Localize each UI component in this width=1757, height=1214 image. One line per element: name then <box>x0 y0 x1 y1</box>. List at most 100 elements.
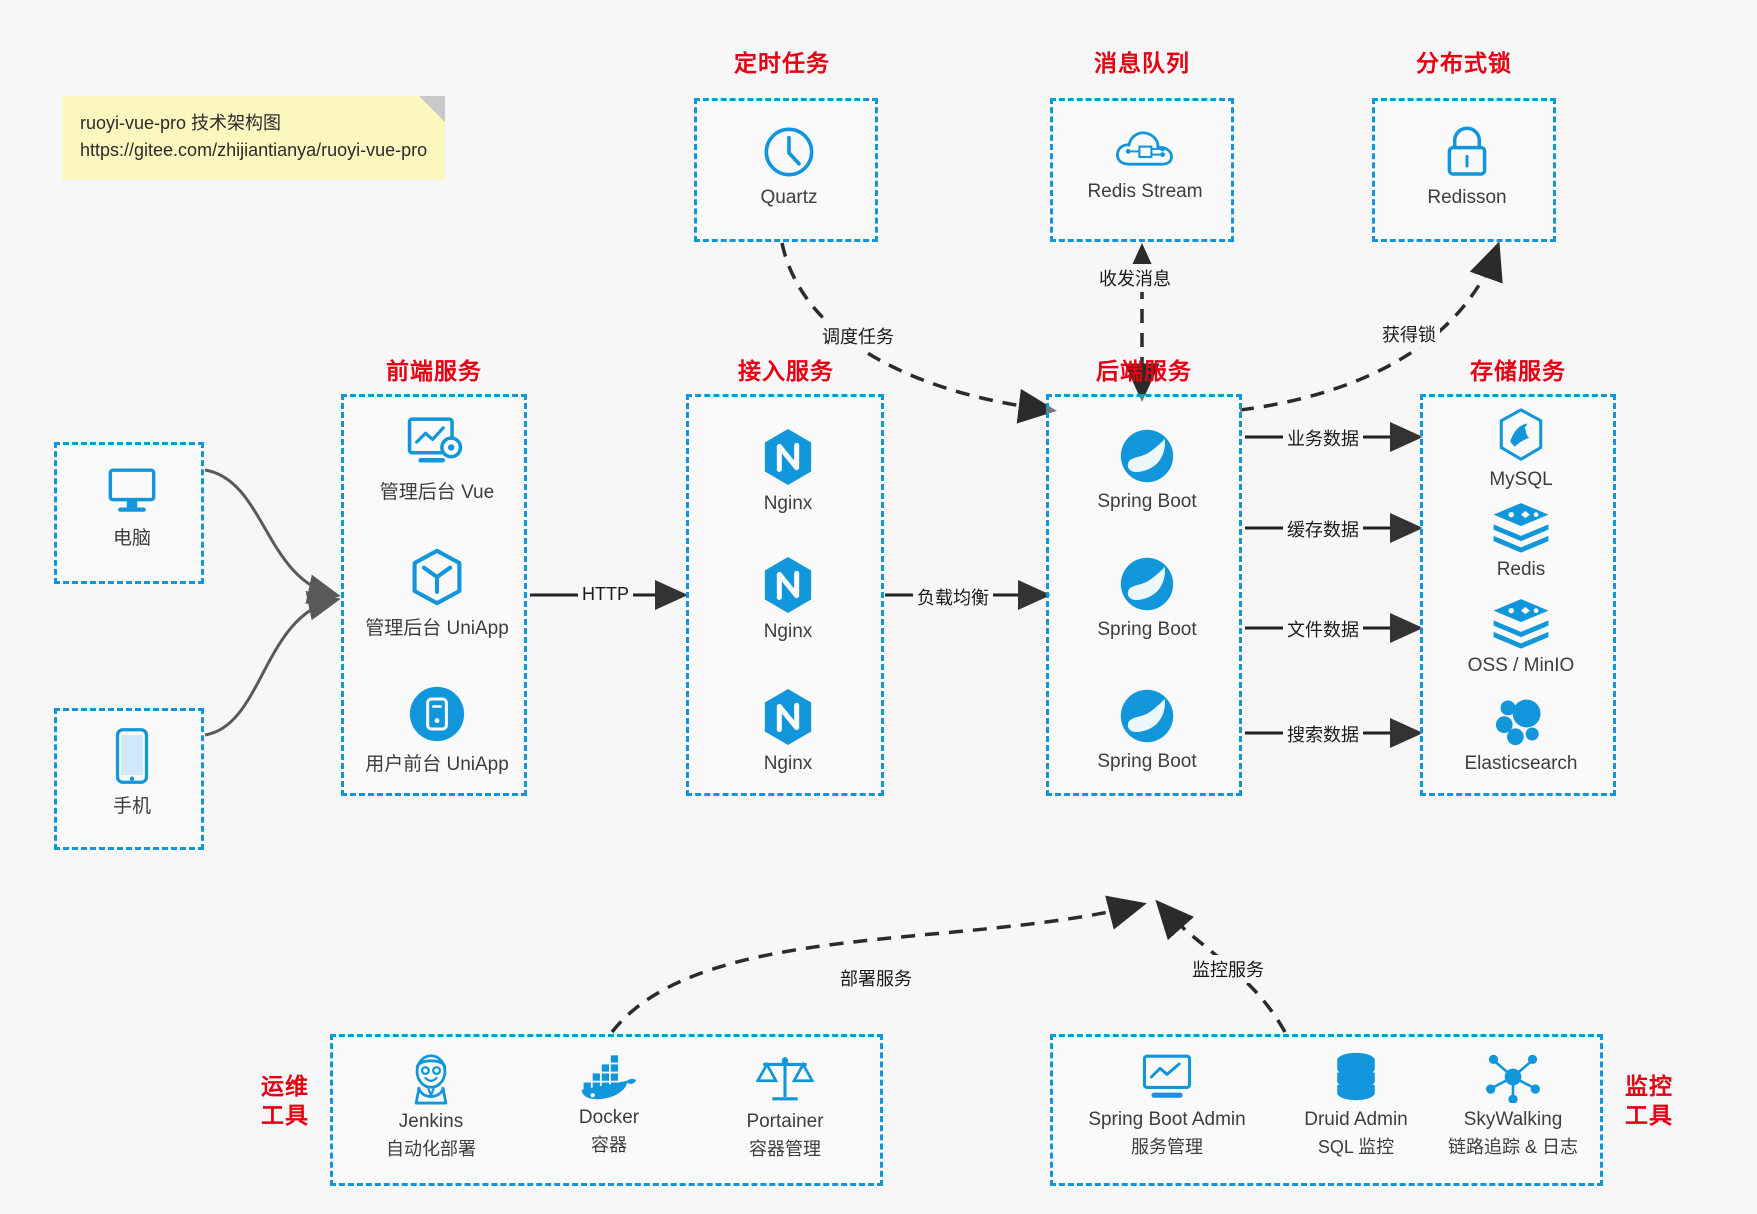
node-redis-stream[interactable]: Redis Stream <box>1053 123 1237 203</box>
node-label: 电脑 <box>112 528 151 549</box>
node-label: Druid Admin <box>1304 1109 1408 1130</box>
note-fold-corner <box>419 96 446 122</box>
node-admin-uniapp[interactable]: 管理后台 UniApp <box>344 547 530 640</box>
group-title-distributed-lock: 分布式锁 <box>1416 50 1512 76</box>
node-label: OSS / MinIO <box>1467 655 1575 676</box>
node-computer[interactable]: 电脑 <box>57 465 207 550</box>
node-redis[interactable]: Redis <box>1423 501 1619 581</box>
node-admin-vue[interactable]: 管理后台 Vue <box>344 415 530 504</box>
node-nginx-3[interactable]: Nginx <box>689 687 887 775</box>
spring-leaf-icon <box>1118 555 1176 613</box>
node-druid-admin[interactable]: Druid Admin SQL 监控 <box>1273 1051 1439 1159</box>
edge-label-search-data: 搜索数据 <box>1283 720 1363 748</box>
node-label: Spring Boot <box>1097 751 1197 772</box>
node-redisson[interactable]: Redisson <box>1375 123 1559 209</box>
group-title-gateway: 接入服务 <box>738 358 834 384</box>
group-box-monitor: Spring Boot Admin 服务管理 Druid Admin SQL 监… <box>1050 1034 1603 1186</box>
node-docker[interactable]: Docker 容器 <box>525 1055 693 1157</box>
redis-stack-icon <box>1490 501 1552 553</box>
cube-icon <box>409 547 465 607</box>
node-label: Nginx <box>763 621 813 642</box>
dashboard-gear-icon <box>406 415 468 471</box>
node-spring-boot-1[interactable]: Spring Boot <box>1049 427 1245 513</box>
node-label: Redisson <box>1427 187 1507 208</box>
group-title-devops-line2: 工具 <box>261 1101 309 1128</box>
node-skywalking[interactable]: SkyWalking 链路追踪 & 日志 <box>1425 1051 1601 1159</box>
node-label: 手机 <box>112 796 151 817</box>
node-spring-boot-admin[interactable]: Spring Boot Admin 服务管理 <box>1059 1051 1275 1159</box>
node-spring-boot-2[interactable]: Spring Boot <box>1049 555 1245 641</box>
node-label: Spring Boot Admin <box>1088 1109 1246 1130</box>
node-jenkins[interactable]: Jenkins 自动化部署 <box>347 1051 515 1161</box>
group-box-storage: MySQL Redis <box>1420 394 1616 796</box>
edge-label-business-data: 业务数据 <box>1283 424 1363 452</box>
note-url: https://gitee.com/zhijiantianya/ruoyi-vu… <box>80 140 428 160</box>
node-nginx-1[interactable]: Nginx <box>689 427 887 515</box>
lock-icon <box>1440 123 1494 181</box>
edge-label-http: HTTP <box>578 583 633 606</box>
group-box-frontend: 管理后台 Vue 管理后台 UniApp 用户前台 U <box>341 394 527 796</box>
node-label: Nginx <box>763 753 813 774</box>
clock-icon <box>760 123 818 181</box>
edge-label-send-receive-message: 收发消息 <box>1095 264 1175 292</box>
node-label: Elasticsearch <box>1464 753 1578 774</box>
jenkins-butler-icon <box>405 1051 457 1105</box>
group-title-frontend: 前端服务 <box>386 358 482 384</box>
group-title-monitor: 监控 工具 <box>1614 1072 1684 1130</box>
portainer-scales-icon <box>755 1051 815 1105</box>
group-title-monitor-line2: 工具 <box>1625 1101 1673 1128</box>
node-portainer[interactable]: Portainer 容器管理 <box>701 1051 869 1161</box>
group-box-backend: Spring Boot Spring Boot Spring Boot <box>1046 394 1242 796</box>
node-label: Docker <box>578 1107 640 1128</box>
node-label: Redis Stream <box>1087 181 1203 202</box>
node-oss-minio[interactable]: OSS / MinIO <box>1423 597 1619 677</box>
node-label: 管理后台 Vue <box>379 482 495 503</box>
nginx-hexagon-icon <box>761 427 815 487</box>
group-title-storage: 存储服务 <box>1470 358 1566 384</box>
group-title-scheduled-task: 定时任务 <box>734 50 830 76</box>
group-title-devops: 运维 工具 <box>250 1072 320 1130</box>
group-box-devops: Jenkins 自动化部署 Docker 容器 <box>330 1034 883 1186</box>
group-title-message-queue: 消息队列 <box>1094 50 1190 76</box>
node-label: Redis <box>1496 559 1546 580</box>
node-user-uniapp[interactable]: 用户前台 UniApp <box>344 685 530 776</box>
edge-label-file-data: 文件数据 <box>1283 615 1363 643</box>
nginx-hexagon-icon <box>761 687 815 747</box>
mobile-circle-icon <box>408 685 466 743</box>
skywalking-nodes-icon <box>1486 1051 1540 1104</box>
node-nginx-2[interactable]: Nginx <box>689 555 887 643</box>
node-quartz[interactable]: Quartz <box>697 123 881 209</box>
monitor-chart-icon <box>1139 1051 1195 1103</box>
group-title-backend: 后端服务 <box>1096 358 1192 384</box>
node-phone[interactable]: 手机 <box>57 727 207 818</box>
group-title-devops-line1: 运维 <box>261 1073 309 1099</box>
node-spring-boot-3[interactable]: Spring Boot <box>1049 687 1245 773</box>
spring-leaf-icon <box>1118 687 1176 745</box>
database-cylinder-icon <box>1331 1051 1381 1103</box>
mobile-phone-icon <box>112 727 152 785</box>
edge-label-acquire-lock: 获得锁 <box>1378 320 1440 348</box>
spring-leaf-icon <box>1118 427 1176 485</box>
cloud-stream-icon <box>1113 123 1177 175</box>
node-sublabel: SQL 监控 <box>1317 1137 1395 1157</box>
node-label: Quartz <box>760 187 818 208</box>
node-sublabel: 服务管理 <box>1131 1137 1203 1157</box>
mysql-dolphin-icon <box>1495 407 1547 463</box>
edge-label-deploy-service: 部署服务 <box>836 964 916 992</box>
node-sublabel: 容器 <box>591 1135 627 1155</box>
group-box-message-queue: Redis Stream <box>1050 98 1234 242</box>
edge-label-monitor-service: 监控服务 <box>1188 955 1268 983</box>
node-label: 管理后台 UniApp <box>365 618 509 639</box>
node-label: Nginx <box>763 493 813 514</box>
node-mysql[interactable]: MySQL <box>1423 407 1619 491</box>
node-label: Spring Boot <box>1097 491 1197 512</box>
elasticsearch-cluster-icon <box>1493 693 1549 747</box>
group-box-phone: 手机 <box>54 708 204 850</box>
node-label: Portainer <box>746 1111 824 1132</box>
docker-whale-icon <box>580 1055 638 1101</box>
group-box-computer: 电脑 <box>54 442 204 584</box>
node-elasticsearch[interactable]: Elasticsearch <box>1423 693 1619 775</box>
group-box-scheduled-task: Quartz <box>694 98 878 242</box>
node-label: Jenkins <box>398 1111 464 1132</box>
